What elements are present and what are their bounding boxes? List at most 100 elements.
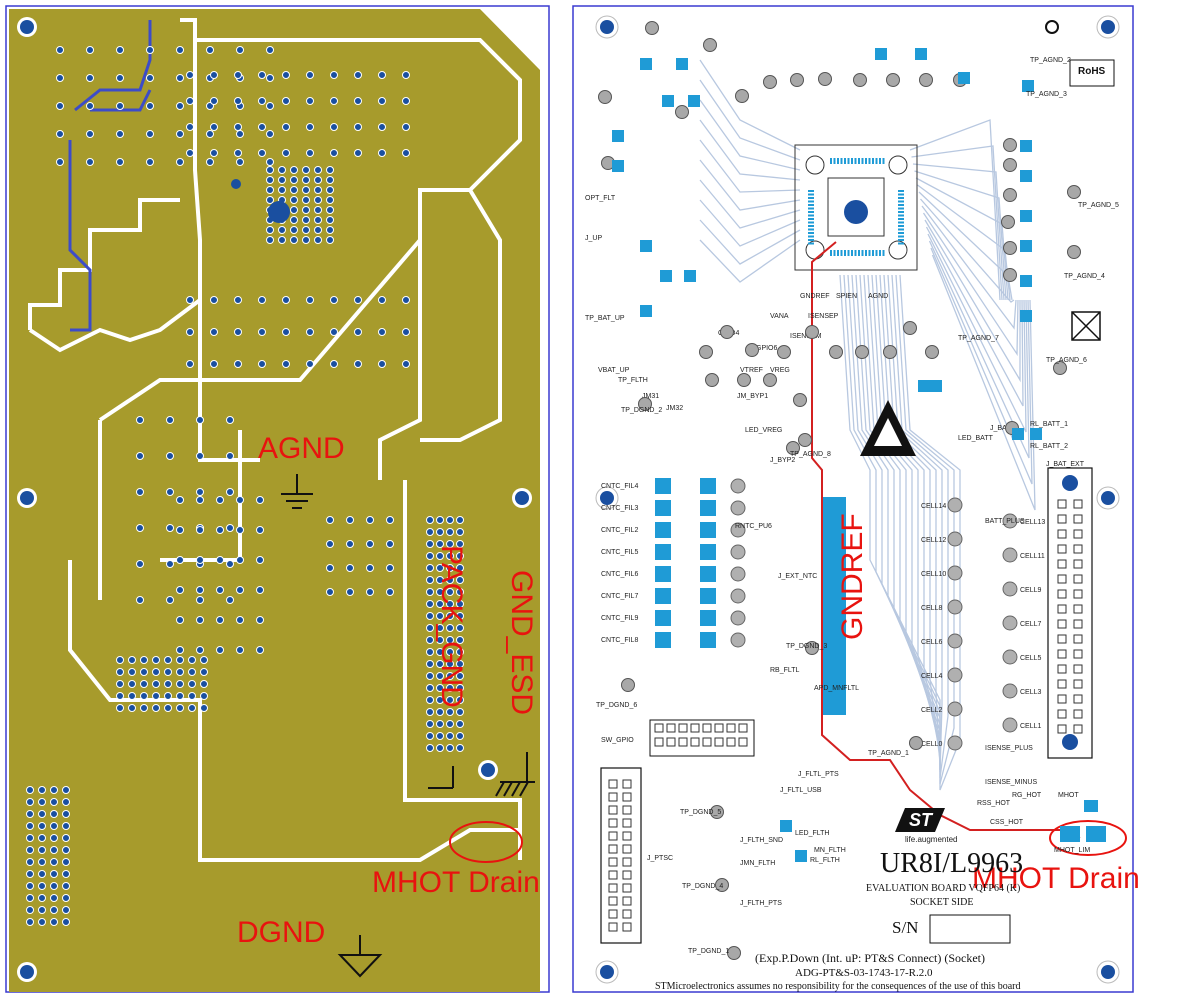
via <box>302 166 310 174</box>
signal-trace <box>699 139 801 193</box>
ntc-pad <box>700 588 716 604</box>
via <box>236 556 244 564</box>
smd-pad <box>612 130 624 142</box>
component-label: TP_FLTH <box>618 377 648 384</box>
ntc-pad <box>700 632 716 648</box>
via <box>378 123 386 131</box>
test-point <box>853 73 867 87</box>
via <box>196 526 204 534</box>
ic-pin <box>898 211 904 213</box>
via <box>426 732 434 740</box>
via <box>234 71 242 79</box>
via <box>426 672 434 680</box>
via <box>256 616 264 624</box>
via <box>402 296 410 304</box>
ic-pin <box>808 221 814 224</box>
connector-pin <box>1057 679 1067 689</box>
via <box>378 149 386 157</box>
via <box>446 528 454 536</box>
test-point <box>1003 241 1017 255</box>
board-subtitle: EVALUATION BOARD VQFP64 (K) <box>866 883 1020 894</box>
isense-minus-label: ISENSE_MINUS <box>985 779 1037 786</box>
via <box>446 732 454 740</box>
ic-pin <box>872 250 874 256</box>
via <box>146 102 154 110</box>
test-point-label: TP_DGND_1 <box>688 948 729 955</box>
via <box>176 668 184 676</box>
via <box>314 176 322 184</box>
test-point <box>1003 158 1017 172</box>
via <box>200 704 208 712</box>
via <box>188 668 196 676</box>
rohs-logo: RoHS <box>1069 59 1115 87</box>
ntc-filter-pad <box>655 500 671 516</box>
via <box>258 328 266 336</box>
via <box>226 596 234 604</box>
ic-pin <box>868 250 871 256</box>
test-point <box>737 373 751 387</box>
via <box>258 296 266 304</box>
via <box>326 206 334 214</box>
test-point <box>705 373 719 387</box>
via <box>116 158 124 166</box>
via <box>426 612 434 620</box>
via <box>290 176 298 184</box>
j-bat-ext-label: J_BAT_EXT <box>1046 461 1085 468</box>
weee-bin-icon <box>1071 311 1101 341</box>
via <box>302 226 310 234</box>
via <box>302 196 310 204</box>
via <box>446 744 454 752</box>
connector-pin <box>608 792 618 802</box>
test-point-label: TP_AGND_2 <box>1030 57 1071 64</box>
via <box>176 692 184 700</box>
via <box>146 158 154 166</box>
via <box>186 296 194 304</box>
test-point <box>645 21 659 35</box>
ic-pin <box>882 250 885 256</box>
smd-pad <box>612 160 624 172</box>
via <box>50 810 58 818</box>
via <box>166 524 174 532</box>
via <box>62 882 70 890</box>
connector-pin <box>1057 724 1067 734</box>
test-point <box>805 641 819 655</box>
via <box>164 668 172 676</box>
connector-pin <box>622 909 632 919</box>
via <box>456 624 464 632</box>
via <box>446 552 454 560</box>
via <box>314 166 322 174</box>
ntc-test-point <box>730 544 746 560</box>
via <box>166 560 174 568</box>
mhot-label: MHOT <box>1058 792 1079 799</box>
footer-line-1: (Exp.P.Down (Int. uP: PT&S Connect) (Soc… <box>755 951 985 965</box>
ic-pin <box>879 158 881 164</box>
via <box>50 882 58 890</box>
via <box>258 149 266 157</box>
component-label: VREG <box>770 367 790 374</box>
via <box>366 564 374 572</box>
test-point <box>1053 361 1067 375</box>
via <box>176 616 184 624</box>
via <box>234 296 242 304</box>
ic-pin <box>808 239 814 241</box>
via <box>116 656 124 664</box>
ic-pin <box>808 214 814 217</box>
smd-pad <box>795 850 807 862</box>
cell-test-point <box>947 565 963 581</box>
component-label: RNTC_PU6 <box>735 523 772 530</box>
via <box>378 71 386 79</box>
test-point <box>805 325 819 339</box>
via <box>436 612 444 620</box>
connector-pin <box>726 737 736 747</box>
via <box>56 46 64 54</box>
via <box>456 552 464 560</box>
via <box>436 648 444 656</box>
ntc-pad <box>700 522 716 538</box>
via <box>236 496 244 504</box>
ntc-label: CNTC_FIL9 <box>601 615 638 622</box>
ntc-filter-pad <box>655 632 671 648</box>
via <box>354 123 362 131</box>
cell-test-point <box>1002 649 1018 665</box>
component-label: J_FLTL_PTS <box>798 771 839 778</box>
via <box>426 660 434 668</box>
